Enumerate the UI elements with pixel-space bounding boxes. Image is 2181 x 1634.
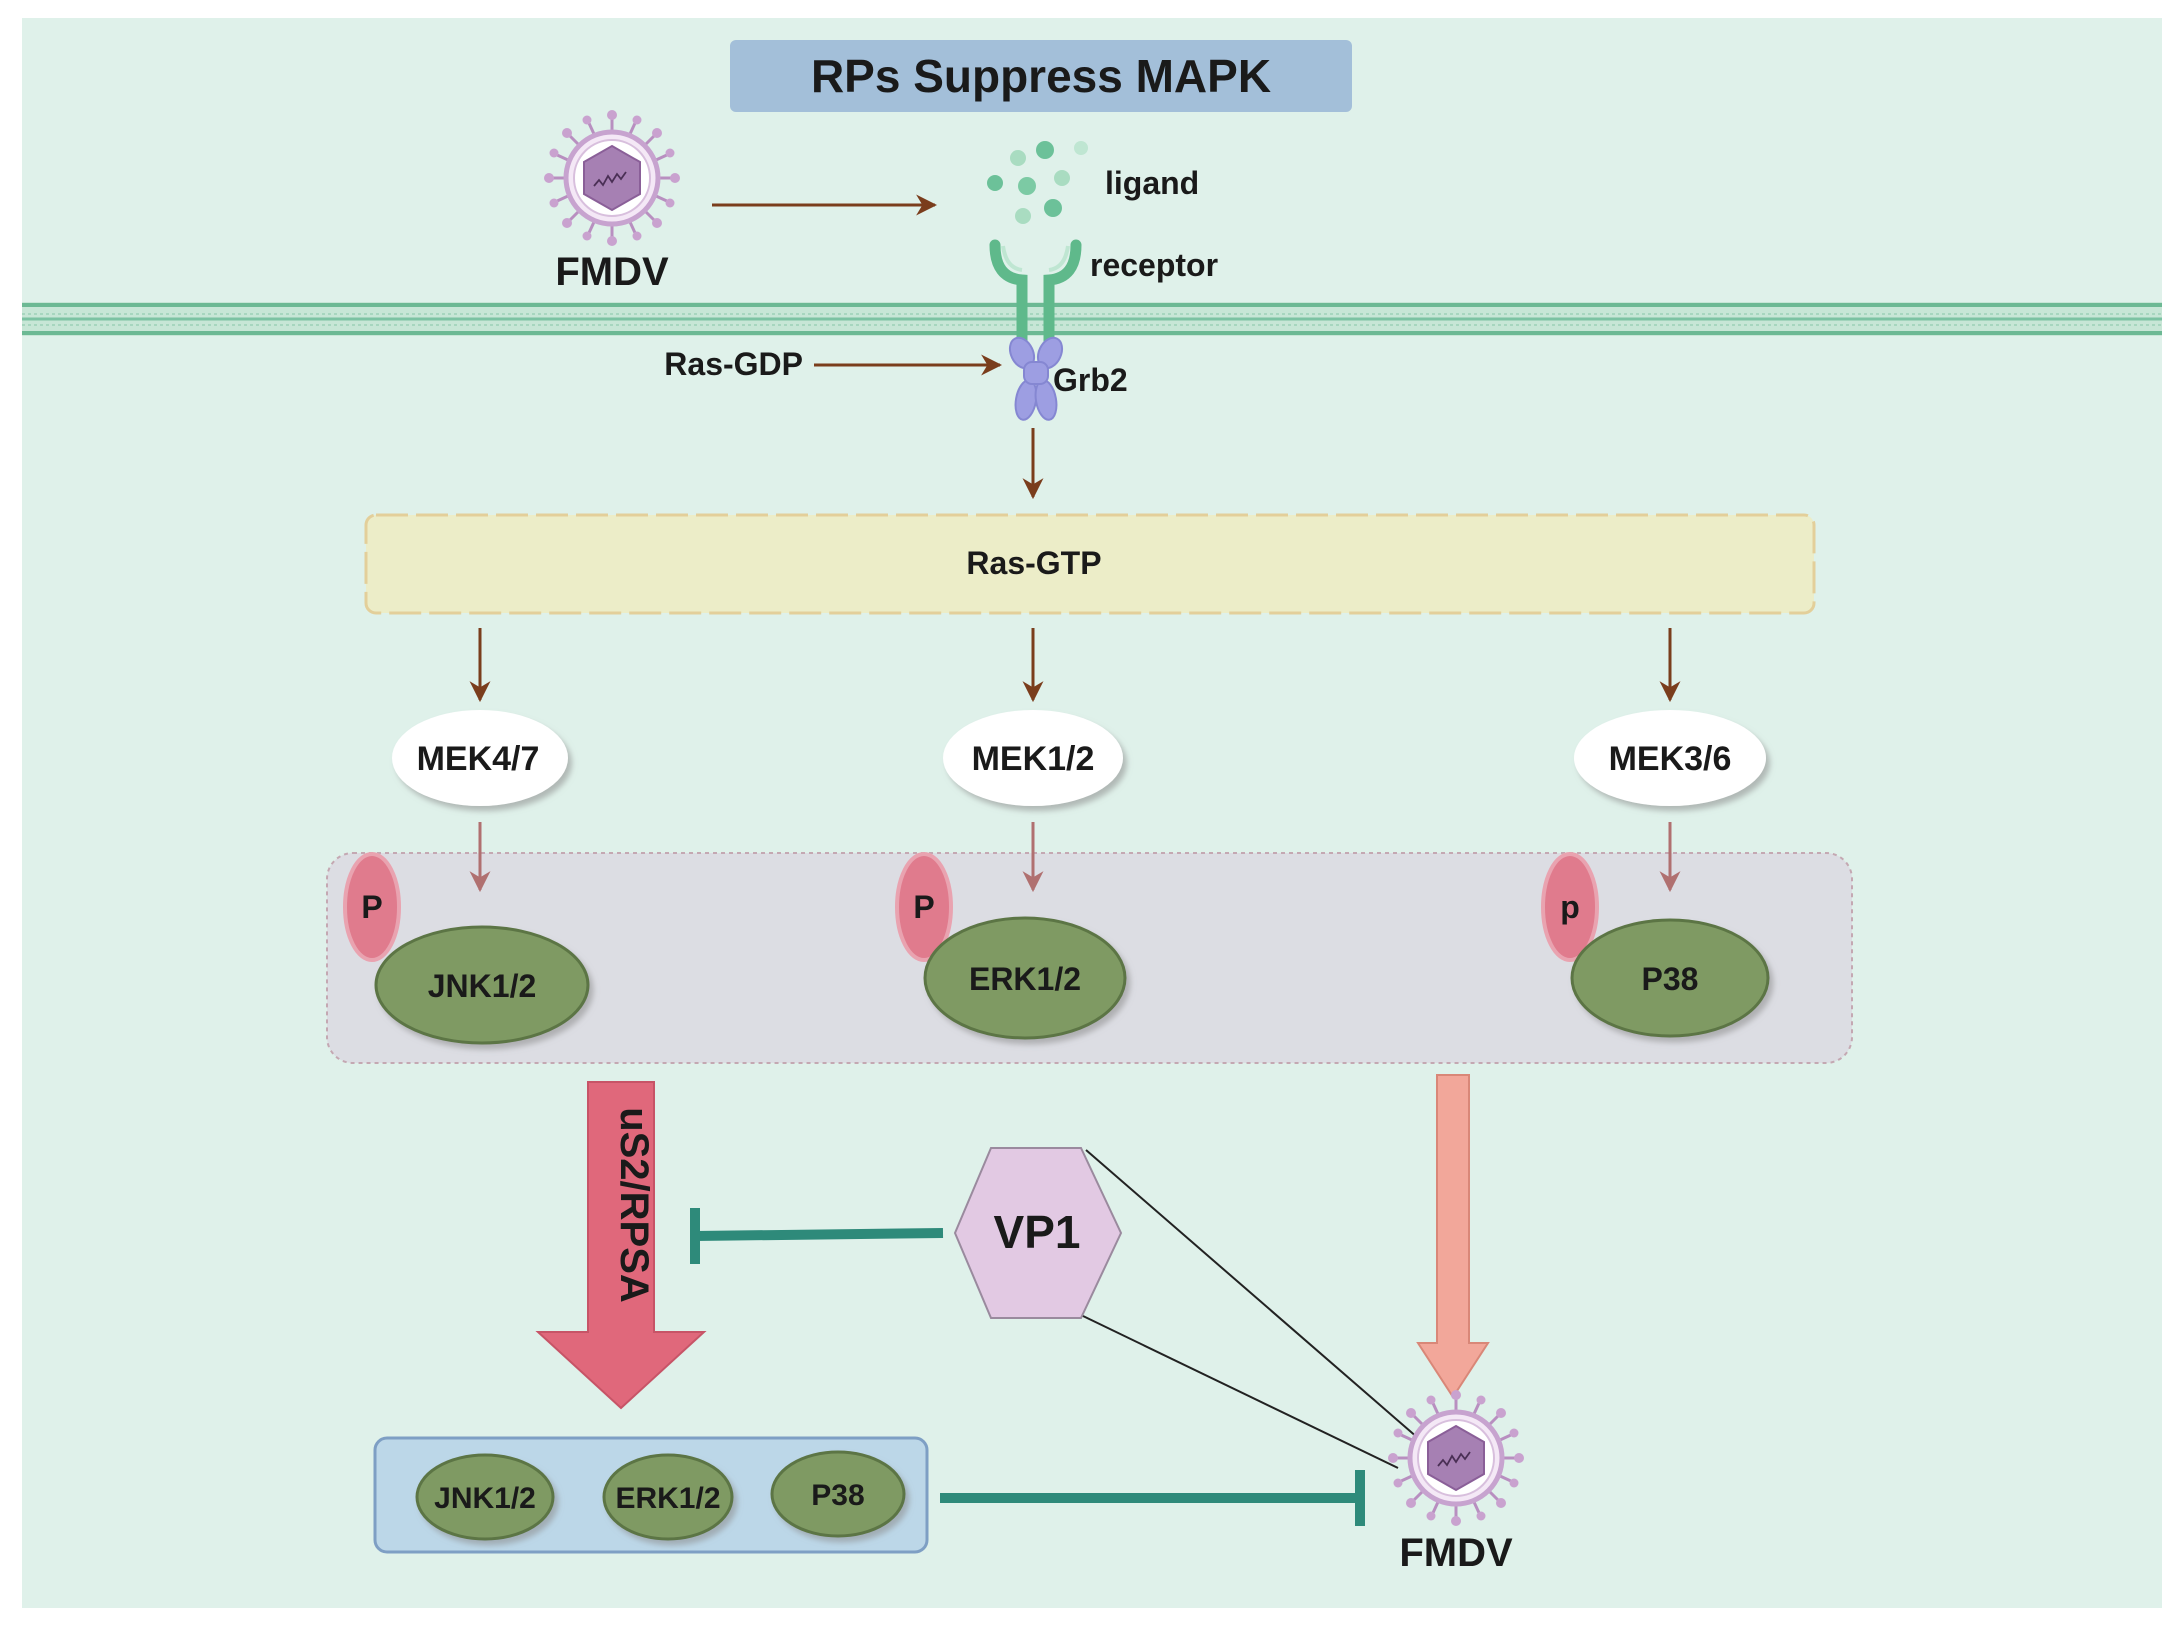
ras-gdp-label: Ras-GDP <box>664 346 803 382</box>
activation-arrow <box>1416 1074 1490 1399</box>
rpsa-inhibition-arrow <box>535 1081 707 1410</box>
fmdv-bottom-label: FMDV <box>1399 1531 1513 1575</box>
vp1-label: VP1 <box>994 1206 1081 1258</box>
background-panel <box>22 18 2162 1608</box>
fmdv-top-label: FMDV <box>555 250 669 294</box>
erk12-label: ERK1/2 <box>969 961 1081 997</box>
rpsa-label: uS2/RPSA <box>612 1107 656 1303</box>
phospho-p38-badge <box>1541 852 1599 962</box>
jnk12-node <box>374 925 590 1045</box>
receptor-icon <box>989 239 1082 364</box>
vp1-fmdv-link-upper <box>1085 1149 1419 1439</box>
receptor-label: receptor <box>1090 247 1218 283</box>
mek12-node <box>943 710 1123 806</box>
suppressed-p38-label: P38 <box>811 1479 864 1512</box>
kinase-fmdv-inhibition-line <box>940 1470 1365 1526</box>
phospho-p38-label: p <box>1560 889 1580 925</box>
fmdv-virus-bottom-icon <box>1388 1390 1524 1526</box>
ligand-dots-icon <box>987 141 1088 224</box>
vp1-fmdv-link-lower <box>1082 1315 1399 1469</box>
ras-gtp-label: Ras-GTP <box>966 545 1101 581</box>
vp1-inhibition-line <box>690 1208 944 1264</box>
mek12-label: MEK1/2 <box>972 740 1095 778</box>
phospho-erk-badge <box>895 852 953 962</box>
ligand-label: ligand <box>1105 165 1199 201</box>
phospho-jnk-label: P <box>361 889 382 925</box>
title-box <box>730 40 1352 112</box>
p38-node <box>1570 918 1770 1038</box>
fmdv-virus-icon <box>544 110 680 246</box>
mek47-label: MEK4/7 <box>417 740 540 778</box>
suppressed-erk-label: ERK1/2 <box>615 1482 720 1515</box>
jnk12-label: JNK1/2 <box>428 968 537 1004</box>
vp1-node <box>953 1147 1123 1319</box>
suppressed-jnk-label: JNK1/2 <box>434 1482 536 1515</box>
phospho-erk-label: P <box>913 889 934 925</box>
suppressed-jnk-node <box>415 1453 555 1541</box>
phospho-jnk-badge <box>343 852 401 962</box>
suppressed-erk-node <box>602 1453 734 1541</box>
p38-label: P38 <box>1642 961 1699 997</box>
ras-gtp-box <box>364 513 1816 615</box>
suppressed-p38-node <box>770 1450 906 1538</box>
cell-membrane <box>22 302 2162 336</box>
grb2-label: Grb2 <box>1053 362 1128 398</box>
erk12-node <box>923 916 1127 1040</box>
mek36-label: MEK3/6 <box>1609 740 1732 778</box>
page-title: RPs Suppress MAPK <box>811 50 1271 102</box>
grb2-icon <box>1008 336 1064 421</box>
mek36-node <box>1574 710 1766 806</box>
mek47-node <box>392 710 568 806</box>
